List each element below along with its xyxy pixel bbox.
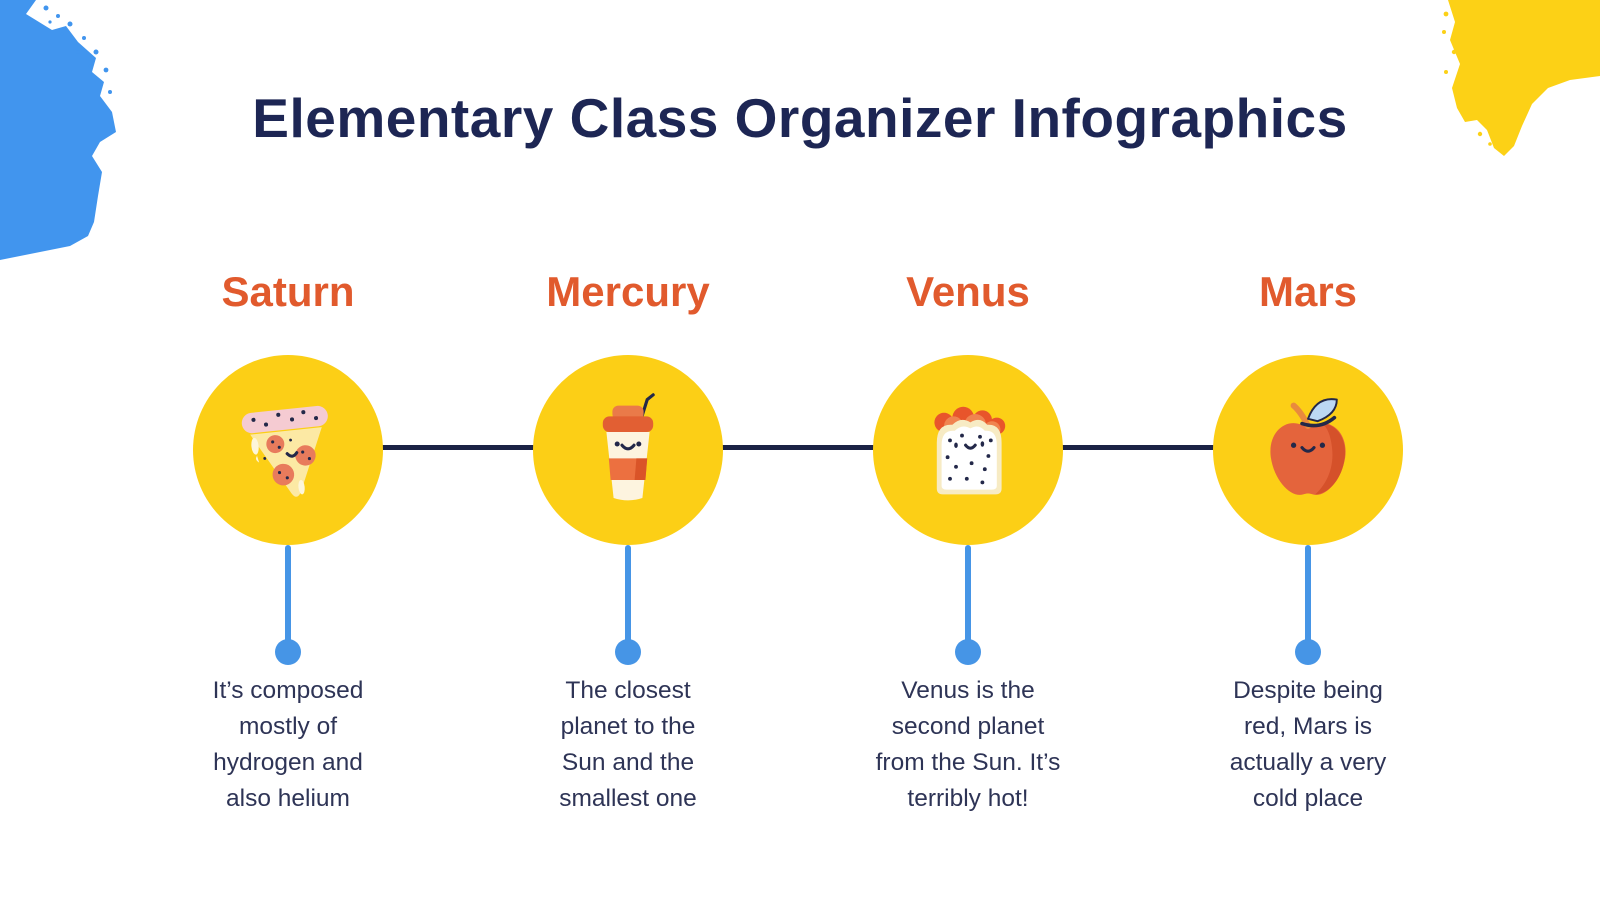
item-description: It’s composed mostly of hydrogen and als… (212, 677, 364, 812)
item-circle (873, 355, 1063, 545)
timeline-stem (625, 545, 631, 645)
item-heading: Mars (1258, 268, 1358, 315)
item-description: Venus is the second planet from the Sun.… (875, 677, 1061, 812)
timeline-dot (1295, 639, 1321, 665)
timeline-item-saturn: Saturn (118, 268, 458, 817)
item-heading: Venus (906, 268, 1030, 315)
item-heading: Saturn (221, 268, 355, 315)
timeline-dot (615, 639, 641, 665)
page-title: Elementary Class Organizer Infographics (252, 87, 1348, 149)
pizza-icon (241, 405, 328, 497)
coffee-cup-icon (602, 393, 655, 501)
timeline-item-mars: Mars Despite being red, Mars is actually… (1138, 268, 1478, 817)
item-heading: Mercury (546, 268, 710, 315)
timeline-dot (955, 639, 981, 665)
item-circle (533, 355, 723, 545)
bread-toast-icon (934, 406, 1006, 495)
item-description: Despite being red, Mars is actually a ve… (1229, 677, 1387, 812)
timeline-stem (1305, 545, 1311, 645)
timeline-stem (965, 545, 971, 645)
timeline-item-venus: Venus (798, 268, 1138, 817)
item-circle (193, 355, 383, 545)
timeline-stem (285, 545, 291, 645)
item-circle (1213, 355, 1403, 545)
apple-icon (1270, 398, 1346, 495)
item-description: The closest planet to the Sun and the sm… (559, 677, 697, 812)
timeline-connector (288, 445, 1308, 450)
timeline-dot (275, 639, 301, 665)
timeline-item-mercury: Mercury The closest planet to the Sun an… (458, 268, 798, 817)
